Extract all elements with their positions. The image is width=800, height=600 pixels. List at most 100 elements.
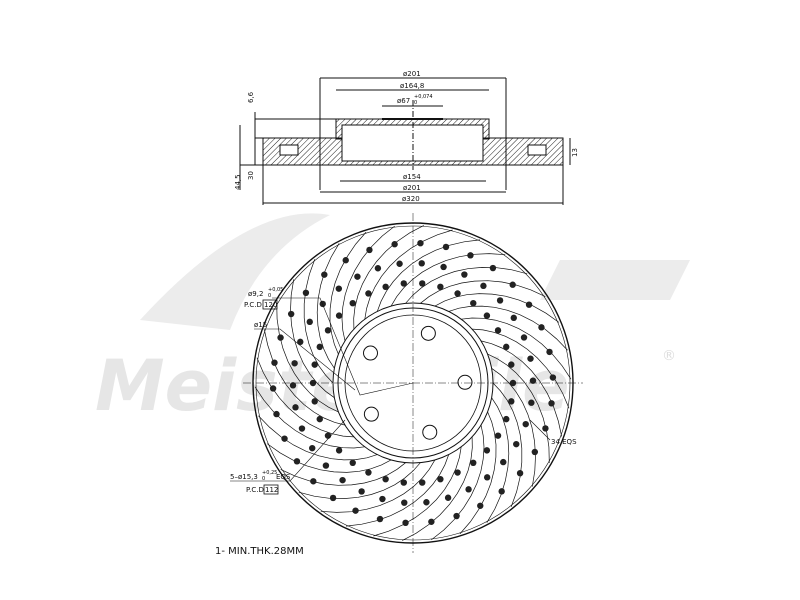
bolt-hole — [363, 345, 379, 361]
drilled-hole — [354, 273, 361, 280]
registered-mark: ® — [662, 348, 676, 364]
drilled-hole — [546, 348, 553, 356]
drilled-hole — [271, 359, 278, 366]
curved-vane — [258, 415, 378, 461]
curved-vane — [448, 305, 568, 351]
drilled-hole — [513, 440, 520, 448]
drilled-hole — [542, 425, 549, 432]
drilled-hole — [508, 398, 515, 405]
drilled-hole — [310, 478, 317, 485]
drilled-hole — [374, 265, 382, 272]
leader-bolt — [230, 419, 346, 482]
drilled-hole — [277, 334, 284, 341]
drilled-hole — [489, 264, 497, 272]
drilled-hole — [379, 495, 386, 503]
label-pcd: P.C.D — [244, 301, 262, 309]
drilled-hole — [400, 479, 407, 486]
curved-vane — [266, 443, 392, 473]
drilled-hole — [401, 499, 408, 506]
drilled-hole — [483, 312, 491, 319]
curved-vane — [353, 225, 424, 330]
label-pcd2-value: 112 — [265, 486, 278, 494]
curved-vane — [472, 328, 570, 409]
drilled-hole — [454, 469, 461, 476]
drilled-hole — [376, 515, 384, 523]
drilled-hole — [531, 448, 539, 456]
drilled-hole — [522, 420, 529, 428]
side-view — [239, 77, 571, 205]
curved-vane — [434, 293, 560, 323]
drilled-hole — [483, 474, 491, 481]
curved-vane — [316, 243, 340, 369]
drilled-hole — [465, 486, 472, 493]
bolt-hole — [422, 424, 438, 440]
curved-vane — [461, 317, 572, 380]
drilled-hole — [309, 444, 316, 452]
drilled-hole — [509, 281, 516, 288]
dim-d67-tol-lower: 0 — [414, 100, 417, 106]
drilled-hole — [477, 502, 484, 509]
drilled-hole — [520, 334, 528, 341]
drilled-hole — [454, 290, 461, 297]
curved-vane — [480, 340, 563, 437]
dim-d154: ø154 — [403, 173, 421, 181]
label-bolt-tol-lower: 0 — [262, 476, 265, 482]
drilled-hole — [366, 246, 373, 254]
drilled-hole — [549, 374, 557, 381]
bolt-hole — [457, 374, 473, 390]
drilled-hole — [418, 260, 425, 267]
curved-vane — [459, 411, 497, 535]
drilled-hole — [391, 241, 398, 248]
drilled-hole — [297, 338, 304, 346]
drilled-hole — [494, 327, 502, 334]
curved-vane — [280, 462, 406, 486]
curved-vane — [405, 267, 528, 304]
drilled-hole — [461, 271, 468, 278]
dim-d201-top: ø201 — [403, 70, 421, 78]
curved-vane — [376, 239, 481, 312]
drilled-hole — [322, 462, 330, 469]
drilled-hole — [419, 479, 426, 486]
leader-slots — [529, 419, 551, 441]
label-pcd-value: 120 — [264, 301, 277, 309]
drilled-hole — [548, 400, 555, 407]
drilled-hole — [342, 257, 349, 264]
label-bolt-tol-upper: +0,25 — [262, 470, 277, 476]
curved-vane — [320, 459, 436, 513]
drilled-hole — [335, 285, 343, 292]
drilled-hole — [335, 312, 343, 319]
drilled-hole — [339, 476, 346, 484]
drilled-hole — [382, 475, 389, 483]
drilled-hole — [510, 314, 517, 322]
drilled-hole — [311, 398, 318, 405]
drilled-hole — [503, 343, 510, 351]
drilled-hole — [329, 494, 337, 502]
drilled-hole — [291, 360, 298, 367]
curved-vane — [303, 259, 334, 384]
drilled-hole — [440, 263, 447, 271]
dim-d320: ø320 — [402, 195, 420, 203]
drilled-hole — [437, 475, 444, 483]
label-bolt-holes: 5–ø15,3 — [230, 473, 258, 481]
drilled-hole — [324, 327, 332, 334]
drilled-hole — [444, 494, 452, 501]
label-hole-tol-lower: 0 — [268, 293, 271, 299]
label-pcd2: P.C.D — [246, 486, 264, 494]
label-hole-tol-upper: +0,05 — [268, 287, 283, 293]
drilled-hole — [437, 283, 444, 291]
drilled-hole — [289, 382, 297, 389]
drilled-hole — [273, 410, 280, 418]
curved-vane — [364, 229, 453, 320]
dim-h13: 13 — [571, 148, 579, 157]
drilled-hole — [292, 404, 299, 411]
curved-vane — [256, 357, 354, 438]
curved-vane — [431, 425, 485, 541]
dim-d201-bottom: ø201 — [403, 184, 421, 192]
front-view-labels: ø9,2 +0,05 0 P.C.D 120 ø15 5–ø15,3 +0,25… — [230, 287, 577, 495]
drilled-hole — [508, 361, 515, 368]
drilled-hole — [335, 447, 343, 454]
dim-d67: ø67 — [397, 97, 410, 105]
drilled-hole — [453, 512, 460, 520]
label-bolt-eqs: EQS — [276, 473, 291, 481]
drilled-hole — [287, 310, 295, 318]
